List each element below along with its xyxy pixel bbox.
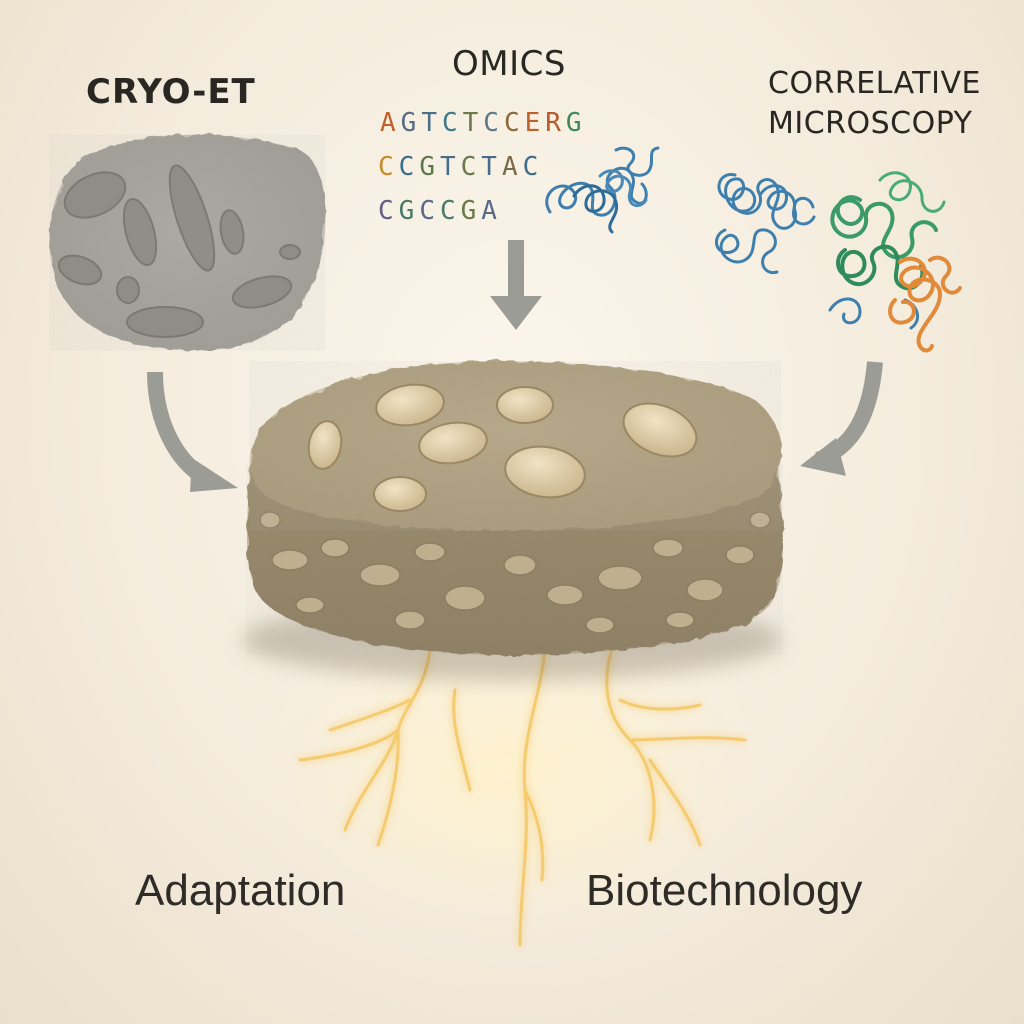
cryo-et-cell-image xyxy=(49,134,326,351)
arrow-heads xyxy=(190,296,846,492)
sequence-letter: A xyxy=(481,196,502,226)
sequence-letter: C xyxy=(378,152,399,182)
sequence-letter: A xyxy=(501,152,523,182)
sequence-letter: C xyxy=(503,108,525,138)
sequence-letter: T xyxy=(462,108,484,138)
glow-halo xyxy=(252,600,772,940)
sequence-letter: C xyxy=(460,152,482,182)
arrow-correlative-to-tissue xyxy=(814,361,883,468)
correlative-label-line1: CORRELATIVE xyxy=(768,66,981,101)
arrow-head-omics xyxy=(490,296,542,330)
organelle xyxy=(622,402,698,458)
organelle xyxy=(496,386,554,424)
dna-sequence-3: CGCCGA xyxy=(378,196,502,226)
sequence-letter: G xyxy=(565,108,587,138)
adaptation-label: Adaptation xyxy=(135,866,346,915)
sequence-letter: T xyxy=(481,152,502,182)
organelle xyxy=(307,420,343,470)
sequence-letter: C xyxy=(419,196,440,226)
sequence-letter: E xyxy=(524,108,546,138)
correlative-microscopy-label: CORRELATIVE MICROSCOPY xyxy=(768,64,981,144)
cryo-et-label: CRYO-ET xyxy=(86,72,256,112)
biotechnology-label: Biotechnology xyxy=(586,866,863,915)
sequence-letter: T xyxy=(421,108,442,138)
omics-label: OMICS xyxy=(452,44,566,84)
correlative-protein-green xyxy=(828,171,946,330)
sequence-letter: C xyxy=(441,108,463,138)
correlative-label-line2: MICROSCOPY xyxy=(768,106,973,141)
sequence-letter: C xyxy=(439,196,461,226)
glowing-filaments xyxy=(298,646,747,947)
sequence-letter: C xyxy=(522,152,544,182)
sequence-letter: G xyxy=(460,196,482,226)
organelle xyxy=(373,476,427,512)
sequence-letter: R xyxy=(545,108,566,138)
sequence-letter: C xyxy=(483,108,504,138)
organelle xyxy=(504,445,586,499)
tissue-block-illustration xyxy=(242,361,783,680)
organelle xyxy=(418,421,488,465)
sequence-letter: G xyxy=(400,108,422,138)
arrow-head-cryo xyxy=(190,458,238,492)
sequence-letter: T xyxy=(439,152,461,182)
sequence-letter: G xyxy=(398,196,420,226)
sequence-letter: G xyxy=(419,152,440,182)
dna-sequence-1: AGTCTCCERG xyxy=(380,108,587,138)
omics-protein-structure xyxy=(545,146,660,234)
arrow-head-correlative xyxy=(800,438,846,476)
organelle xyxy=(375,383,445,427)
sequence-letter: C xyxy=(378,196,399,226)
sequence-letter: C xyxy=(398,152,420,182)
correlative-protein-blue xyxy=(715,173,816,275)
correlative-protein-orange xyxy=(888,255,962,353)
sequence-letter: A xyxy=(380,108,401,138)
dna-sequence-2: CCGTCTAC xyxy=(378,152,543,182)
